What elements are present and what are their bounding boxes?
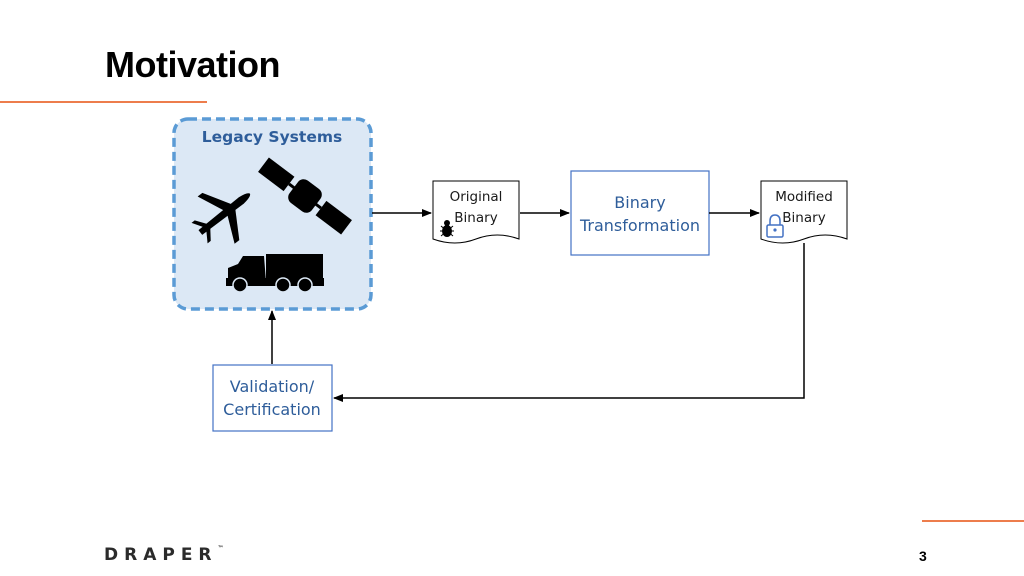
bug-icon bbox=[440, 220, 454, 237]
slide-title: Motivation bbox=[105, 44, 280, 85]
modified-binary-line2: Binary bbox=[782, 210, 825, 226]
arrow-modified-to-validation bbox=[333, 243, 805, 402]
binary-transformation-box: Binary Transformation bbox=[570, 170, 710, 256]
lock-icon bbox=[766, 214, 784, 238]
validation-line1: Validation/ bbox=[230, 377, 315, 396]
binary-transformation-line1: Binary bbox=[614, 193, 665, 212]
airplane-icon bbox=[191, 192, 251, 244]
page-number: 3 bbox=[919, 548, 927, 564]
military-truck-icon bbox=[226, 254, 324, 293]
validation-certification-box: Validation/ Certification bbox=[212, 364, 333, 432]
draper-logo: DRAPER™ bbox=[104, 545, 224, 565]
binary-transformation-line2: Transformation bbox=[579, 216, 700, 235]
original-binary-line2: Binary bbox=[454, 210, 497, 226]
original-binary-document: Original Binary bbox=[432, 180, 520, 244]
logo-trademark: ™ bbox=[217, 545, 224, 552]
footer-accent-rule bbox=[922, 520, 1024, 522]
legacy-systems-title: Legacy Systems bbox=[202, 128, 342, 146]
logo-text: DRAPER bbox=[104, 545, 218, 565]
modified-binary-document: Modified Binary bbox=[760, 180, 848, 244]
original-binary-line1: Original bbox=[450, 189, 503, 205]
validation-line2: Certification bbox=[223, 400, 321, 419]
legacy-systems-box: Legacy Systems bbox=[172, 117, 373, 311]
satellite-icon bbox=[258, 157, 352, 235]
modified-binary-line1: Modified bbox=[775, 189, 833, 205]
title-accent-rule bbox=[0, 101, 207, 103]
